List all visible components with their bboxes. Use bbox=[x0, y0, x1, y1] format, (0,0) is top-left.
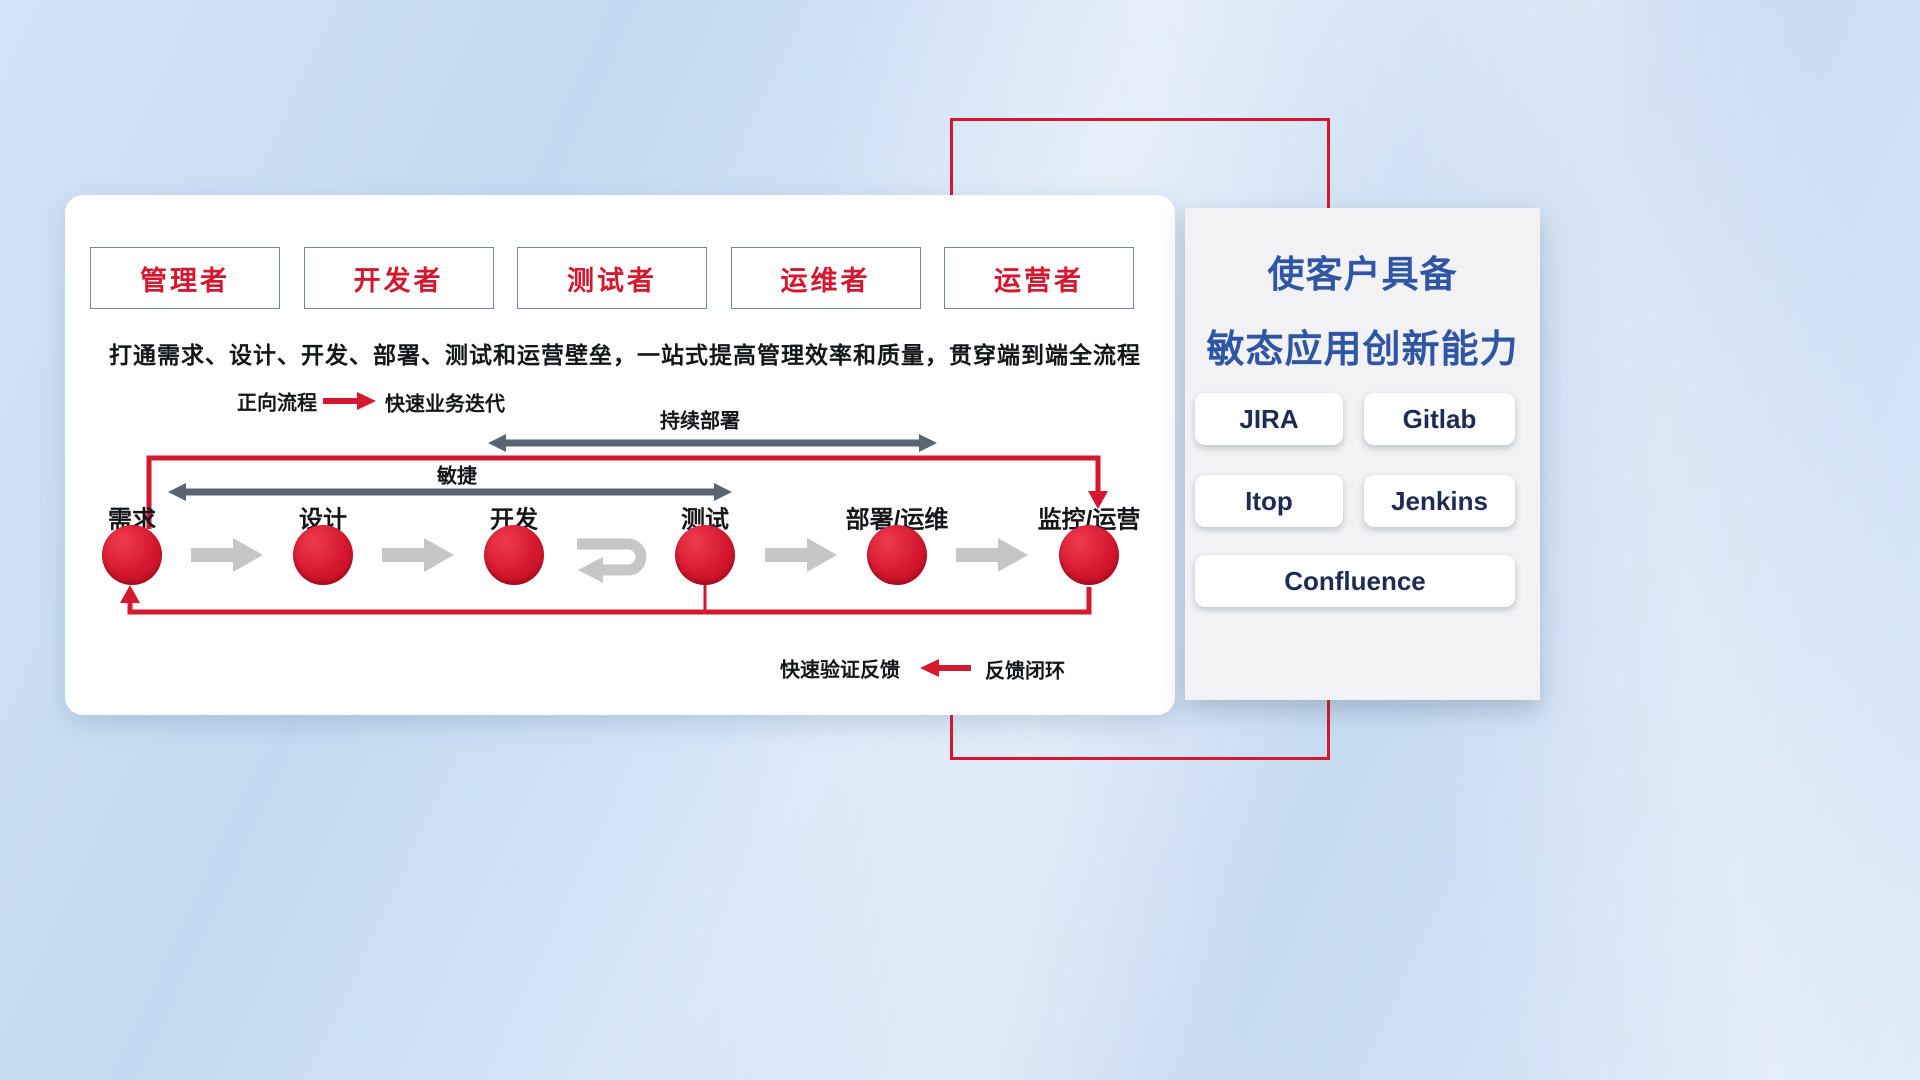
agile-arrow bbox=[168, 483, 732, 501]
agile-label: 敏捷 bbox=[437, 465, 477, 488]
role-boxes-row: 管理者 开发者 测试者 运维者 运营者 bbox=[90, 247, 1134, 309]
role-box-manager: 管理者 bbox=[90, 247, 280, 309]
forward-loop-line bbox=[146, 455, 1108, 529]
node-circle-develop bbox=[484, 525, 544, 585]
role-box-operator: 运营者 bbox=[944, 247, 1134, 309]
continuous-deployment-arrow bbox=[488, 434, 937, 452]
tool-chip-jenkins: Jenkins bbox=[1364, 475, 1515, 527]
tool-chip-gitlab: Gitlab bbox=[1364, 393, 1515, 445]
node-circle-deploy-ops bbox=[867, 525, 927, 585]
flow-arrows-layer bbox=[120, 392, 1108, 677]
forward-legend-label: 正向流程 bbox=[237, 392, 317, 415]
node-circle-requirements bbox=[102, 525, 162, 585]
devops-flow-card: 管理者 开发者 测试者 运维者 运营者 打通需求、设计、开发、部署、测试和运营壁… bbox=[65, 195, 1175, 715]
forward-legend-value: 快速业务迭代 bbox=[385, 393, 505, 416]
role-box-developer: 开发者 bbox=[303, 247, 494, 309]
feedback-loop-line bbox=[120, 573, 1092, 615]
feedback-legend-arrow bbox=[920, 659, 971, 677]
feedback-legend-label: 反馈闭环 bbox=[985, 660, 1065, 683]
node-circle-test bbox=[675, 525, 735, 585]
tool-chip-jira: JIRA bbox=[1195, 393, 1343, 445]
flow-step-arrows bbox=[191, 538, 1028, 572]
role-box-ops: 运维者 bbox=[730, 247, 921, 309]
tool-chip-confluence: Confluence bbox=[1195, 555, 1515, 607]
feedback-legend-value: 快速验证反馈 bbox=[780, 659, 900, 682]
panel-title-line1: 使客户具备 bbox=[1267, 254, 1458, 295]
role-box-tester: 测试者 bbox=[517, 247, 707, 309]
forward-legend-arrow bbox=[323, 392, 376, 410]
capability-panel: 使客户具备 敏态应用创新能力 JIRA Gitlab Itop Jenkins … bbox=[1185, 208, 1540, 700]
panel-title-line2: 敏态应用创新能力 bbox=[1206, 329, 1519, 371]
iteration-loop-icon bbox=[577, 538, 647, 583]
tool-chip-itop: Itop bbox=[1195, 475, 1343, 527]
continuous-deployment-label: 持续部署 bbox=[660, 410, 740, 433]
node-circle-monitor-operate bbox=[1059, 525, 1119, 585]
card-subtitle: 打通需求、设计、开发、部署、测试和运营壁垒，一站式提高管理效率和质量，贯穿端到端… bbox=[109, 342, 1141, 368]
node-circle-design bbox=[293, 525, 353, 585]
